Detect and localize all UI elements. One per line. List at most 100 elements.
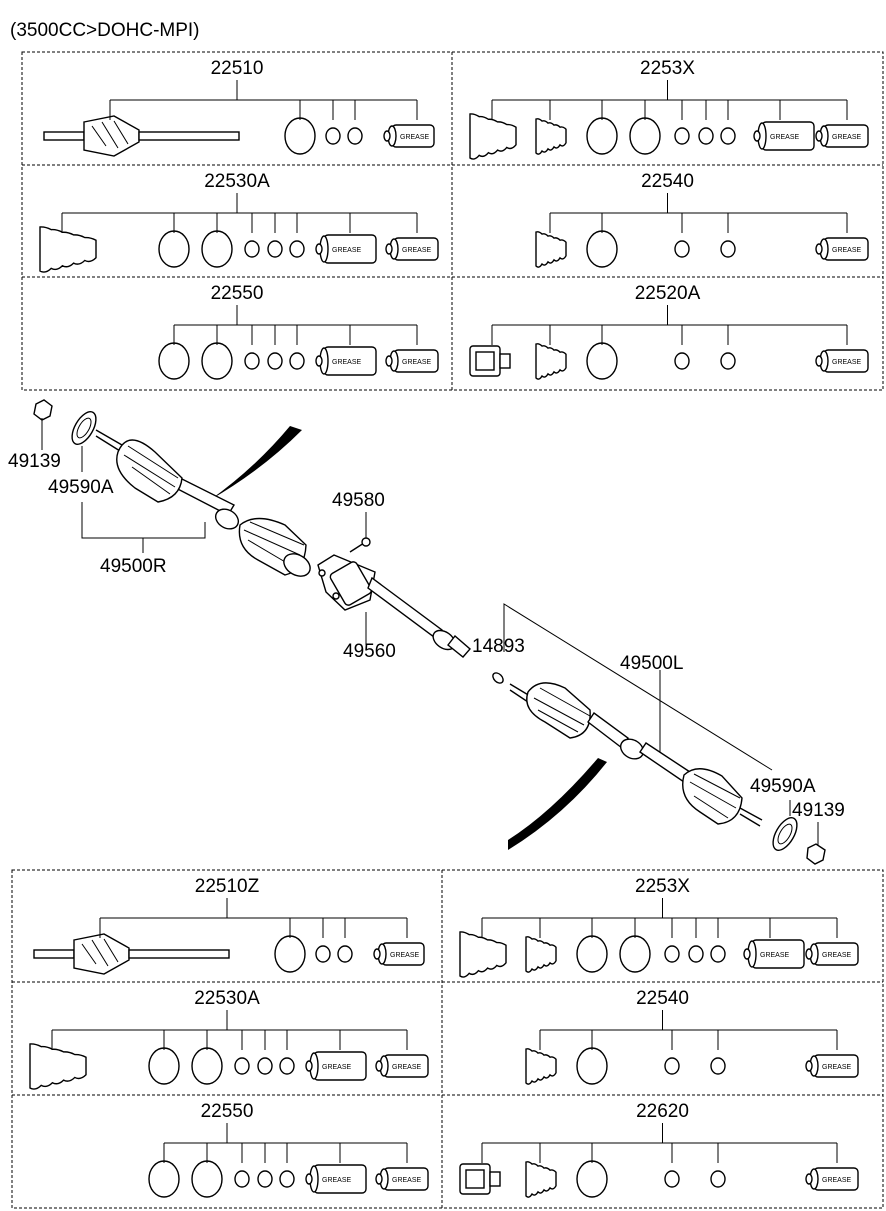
grease-label: GREASE	[392, 1064, 422, 1071]
grease-label: GREASE	[392, 1177, 422, 1184]
grease-tube-icon: GREASE	[375, 1054, 429, 1078]
circlip-small-icon	[289, 352, 305, 370]
cv-boot-icon	[39, 226, 97, 273]
circlip-large-icon	[619, 935, 651, 973]
circlip-large-icon	[586, 117, 618, 155]
circlip-small-icon	[267, 352, 283, 370]
swoosh-lower-icon	[508, 758, 607, 850]
circlip-large-icon	[148, 1047, 180, 1085]
grease-tube-icon: GREASE	[743, 939, 805, 969]
panel-part-number: 2253X	[635, 876, 690, 897]
panel-part-number: 22530A	[204, 171, 270, 192]
circlip-large-icon	[191, 1160, 223, 1198]
tripod-joint-icon	[469, 345, 511, 377]
tripod-joint-icon	[459, 1163, 501, 1195]
circlip-small-icon	[347, 127, 363, 145]
grease-label: GREASE	[402, 247, 432, 254]
grease-label: GREASE	[390, 952, 420, 959]
label-shaft-left: 49500L	[620, 653, 683, 674]
cv-boot-icon	[535, 231, 567, 268]
lock-nut-left-icon	[806, 843, 826, 865]
circlip-small-icon	[337, 945, 353, 963]
grease-tube-icon: GREASE	[805, 942, 859, 966]
label-ring-left: 49590A	[750, 776, 816, 797]
label-nut-left: 49139	[792, 800, 845, 821]
cv-boot-icon	[459, 931, 507, 978]
label-snap-ring: 14893	[472, 636, 525, 657]
axle-shaft-icon	[43, 115, 240, 157]
grease-tube-icon: GREASE	[305, 1164, 367, 1194]
circlip-large-icon	[201, 342, 233, 380]
cv-boot-icon	[535, 343, 567, 380]
cv-boot-icon	[29, 1043, 87, 1090]
circlip-small-icon	[720, 127, 736, 145]
circlip-small-icon	[279, 1170, 295, 1188]
grease-tube-icon: GREASE	[815, 237, 869, 261]
circlip-small-icon	[267, 240, 283, 258]
circlip-small-icon	[710, 1170, 726, 1188]
parts-panel: 22510Z GREASE	[33, 876, 425, 975]
parts-panel: 22520A GREASE	[469, 283, 869, 380]
circlip-small-icon	[720, 240, 736, 258]
cv-boot-icon	[535, 118, 567, 155]
center-shaft	[317, 537, 471, 658]
grease-label: GREASE	[760, 952, 790, 959]
cv-boot-icon	[525, 1161, 557, 1198]
grease-tube-icon: GREASE	[815, 349, 869, 373]
circlip-large-icon	[576, 935, 608, 973]
circlip-small-icon	[710, 1057, 726, 1075]
grease-tube-icon: GREASE	[315, 234, 377, 264]
tone-ring-left-icon	[772, 817, 798, 851]
circlip-large-icon	[274, 935, 306, 973]
grease-tube-icon: GREASE	[815, 124, 869, 148]
label-ring-right: 49590A	[48, 477, 114, 498]
label-bearing-bracket: 49560	[343, 641, 396, 662]
swoosh-upper-icon	[210, 426, 302, 500]
circlip-small-icon	[234, 1057, 250, 1075]
axle-shaft-icon	[33, 933, 230, 975]
grease-label: GREASE	[402, 359, 432, 366]
panel-part-number: 22540	[636, 988, 689, 1009]
grease-label: GREASE	[832, 134, 862, 141]
grease-tube-icon: GREASE	[805, 1167, 859, 1191]
circlip-large-icon	[201, 230, 233, 268]
circlip-small-icon	[674, 352, 690, 370]
panel-part-number: 22510Z	[195, 876, 260, 897]
circlip-small-icon	[234, 1170, 250, 1188]
circlip-small-icon	[674, 240, 690, 258]
grease-label: GREASE	[332, 247, 362, 254]
diagram-title: (3500CC>DOHC-MPI)	[10, 20, 200, 41]
circlip-large-icon	[148, 1160, 180, 1198]
right-drive-shaft	[95, 429, 311, 577]
bottom-parts-grid	[11, 869, 884, 1209]
circlip-small-icon	[698, 127, 714, 145]
grease-label: GREASE	[770, 134, 800, 141]
cv-boot-icon	[525, 936, 557, 973]
lock-nut-right-icon	[33, 399, 53, 421]
grease-tube-icon: GREASE	[315, 346, 377, 376]
grease-label: GREASE	[832, 247, 862, 254]
tone-ring-right-icon	[71, 411, 97, 445]
parts-panel: 2253X GREASE GREASE	[459, 876, 859, 978]
center-assembly: 49139 49590A 49500R 49580 49560 14893 49…	[8, 399, 845, 865]
panel-part-number: 2253X	[640, 58, 695, 79]
circlip-large-icon	[284, 117, 316, 155]
panel-part-number: 22520A	[635, 283, 701, 304]
grease-tube-icon: GREASE	[753, 121, 815, 151]
circlip-large-icon	[576, 1047, 608, 1085]
cv-boot-icon	[469, 113, 517, 160]
circlip-large-icon	[158, 342, 190, 380]
cv-boot-icon	[525, 1048, 557, 1085]
snap-ring-icon	[492, 672, 504, 684]
circlip-small-icon	[325, 127, 341, 145]
circlip-small-icon	[244, 240, 260, 258]
panel-part-number: 22620	[636, 1101, 689, 1122]
grease-tube-icon: GREASE	[375, 1167, 429, 1191]
grease-label: GREASE	[400, 134, 430, 141]
